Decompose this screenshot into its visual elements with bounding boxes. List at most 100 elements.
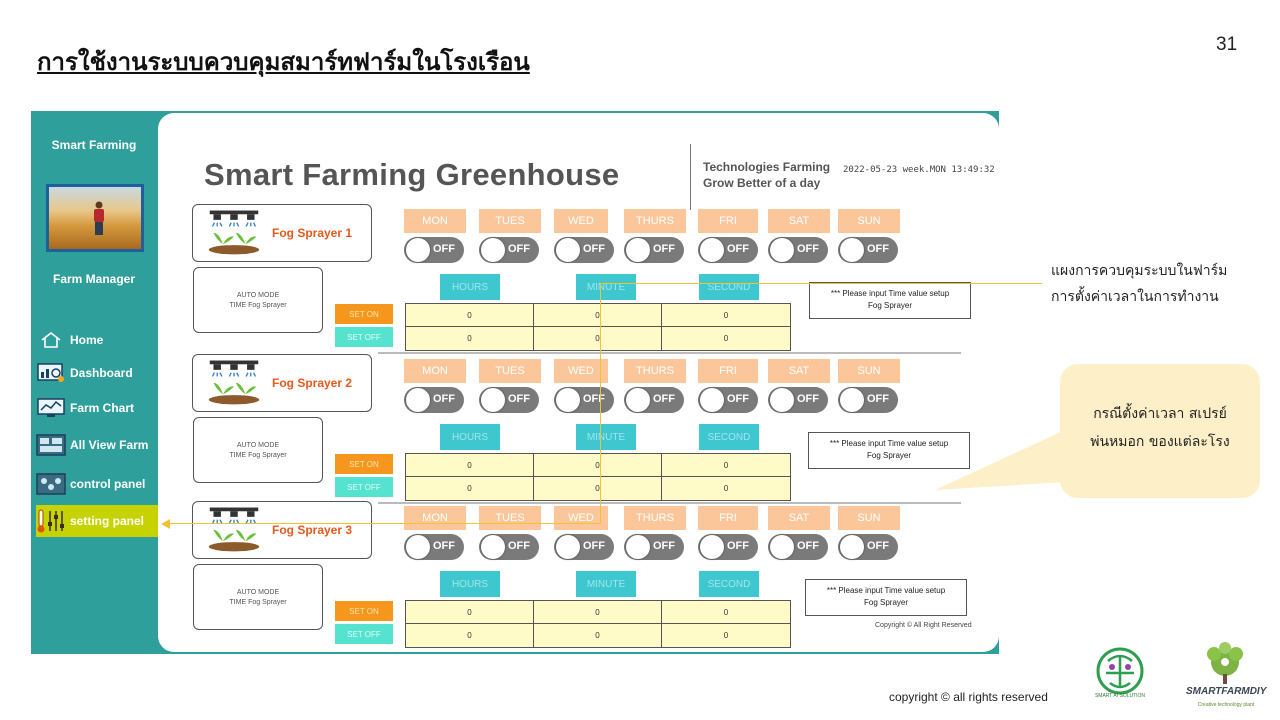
callout-line-1: กรณีตั้งค่าเวลา สเปรย์ — [1093, 406, 1227, 422]
day-toggle-thurs[interactable]: OFF — [624, 534, 684, 560]
time-value-cell[interactable]: 0 — [406, 304, 534, 327]
day-label-sat: SAT — [768, 359, 830, 383]
day-toggle-mon[interactable]: OFF — [404, 237, 464, 263]
sidebar-item-dashboard[interactable]: Dashboard — [36, 357, 159, 389]
time-value-cell[interactable]: 0 — [662, 304, 790, 327]
auto-mode-label: AUTO MODE — [236, 589, 280, 596]
day-toggle-tues[interactable]: OFF — [479, 387, 539, 413]
day-toggle-wed[interactable]: OFF — [554, 534, 614, 560]
day-toggle-mon[interactable]: OFF — [404, 387, 464, 413]
header-divider — [690, 144, 691, 210]
inner-copyright: Copyright © All Right Reserved — [875, 622, 972, 629]
time-value-cell[interactable]: 0 — [723, 631, 729, 640]
sprayer-card[interactable]: Fog Sprayer 2 — [192, 354, 372, 412]
setup-note-line-2: Fog Sprayer — [863, 598, 909, 607]
day-label-tues: TUES — [479, 506, 541, 530]
day-toggle-sun[interactable]: OFF — [838, 387, 898, 413]
setup-note-line-1: *** Please input Time value setup — [826, 586, 946, 595]
set-off-button[interactable]: SET OFF — [335, 477, 393, 497]
day-toggle-fri[interactable]: OFF — [698, 534, 758, 560]
toggle-knob — [481, 238, 505, 262]
time-value-cell[interactable]: 0 — [534, 477, 662, 500]
sidebar-item-all-view-farm[interactable]: All View Farm — [36, 429, 159, 461]
day-toggle-wed[interactable]: OFF — [554, 237, 614, 263]
day-label-sun: SUN — [838, 359, 900, 383]
toggle-knob — [481, 388, 505, 412]
set-off-button[interactable]: SET OFF — [335, 327, 393, 347]
main-panel: Smart Farming Greenhouse Technologies Fa… — [158, 113, 999, 652]
chart-icon — [36, 396, 66, 420]
sidebar-item-farm-chart[interactable]: Farm Chart — [36, 392, 159, 424]
time-value-cell[interactable]: 0 — [406, 601, 534, 624]
day-toggle-fri[interactable]: OFF — [698, 387, 758, 413]
time-value-cell[interactable]: 0 — [406, 454, 534, 477]
toggle-state-label: OFF — [508, 243, 530, 255]
time-value-cell[interactable]: 0 — [406, 624, 534, 647]
toggle-state-label: OFF — [508, 540, 530, 552]
time-value-cell[interactable]: 0 — [534, 624, 662, 647]
day-toggle-tues[interactable]: OFF — [479, 534, 539, 560]
page-title: Smart Farming Greenhouse — [204, 157, 620, 192]
time-value-cell[interactable]: 0 — [534, 327, 662, 350]
sidebar-item-control-panel[interactable]: control panel — [36, 468, 159, 500]
set-off-button[interactable]: SET OFF — [335, 624, 393, 644]
day-toggle-thurs[interactable]: OFF — [624, 237, 684, 263]
app-window: Smart Farming Farm Manager Home Dashboar… — [31, 111, 999, 654]
time-value-cell[interactable]: 0 — [662, 454, 790, 477]
time-value-cell[interactable]: 0 — [534, 601, 662, 624]
day-toggle-mon[interactable]: OFF — [404, 534, 464, 560]
footer-copyright: copyright © all rights reserved — [889, 690, 1048, 704]
day-label-thurs: THURS — [624, 209, 686, 233]
sprayer-card[interactable]: Fog Sprayer 1 — [192, 204, 372, 262]
time-value-cell[interactable]: 0 — [662, 601, 790, 624]
fog-sprayer-icon — [206, 208, 266, 258]
day-toggle-tues[interactable]: OFF — [479, 237, 539, 263]
sidebar-item-setting-panel[interactable]: setting panel — [36, 505, 159, 537]
annotation-line-1: แผงการควบคุมระบบในฟาร์ม — [1051, 263, 1228, 279]
auto-mode-label: AUTO MODE — [236, 292, 280, 299]
auto-mode-label: AUTO MODE — [236, 442, 280, 449]
settings-icon — [36, 509, 66, 533]
annotation-line — [168, 523, 601, 524]
day-toggle-sun[interactable]: OFF — [838, 534, 898, 560]
time-value-cell[interactable]: 0 — [534, 304, 662, 327]
time-value-cell[interactable]: 0 — [406, 327, 534, 350]
toggle-knob — [626, 238, 650, 262]
toggle-knob — [770, 535, 794, 559]
sprayer-name: Fog Sprayer 2 — [272, 376, 353, 390]
day-toggle-sat[interactable]: OFF — [768, 534, 828, 560]
toggle-state-label: OFF — [797, 393, 819, 405]
fog-sprayer-icon — [206, 505, 266, 555]
set-on-button[interactable]: SET ON — [335, 304, 393, 324]
day-toggle-sun[interactable]: OFF — [838, 237, 898, 263]
toggle-state-label: OFF — [727, 393, 749, 405]
set-on-button[interactable]: SET ON — [335, 454, 393, 474]
day-toggle-sat[interactable]: OFF — [768, 237, 828, 263]
toggle-state-label: OFF — [867, 540, 889, 552]
sidebar-item-label: setting panel — [70, 514, 145, 528]
toggle-state-label: OFF — [867, 393, 889, 405]
time-value-cell[interactable]: 0 — [534, 454, 662, 477]
day-label-tues: TUES — [479, 209, 541, 233]
sprayer-card[interactable]: Fog Sprayer 3 — [192, 501, 372, 559]
day-label-wed: WED — [554, 506, 608, 530]
logo1-text: SMART AI SOLUTION — [1094, 693, 1146, 699]
day-toggle-thurs[interactable]: OFF — [624, 387, 684, 413]
day-label-wed: WED — [554, 209, 608, 233]
day-label-thurs: THURS — [624, 359, 686, 383]
day-label-tues: TUES — [479, 359, 541, 383]
time-value-cell[interactable]: 0 — [406, 477, 534, 500]
day-toggle-wed[interactable]: OFF — [554, 387, 614, 413]
day-toggle-fri[interactable]: OFF — [698, 237, 758, 263]
day-label-mon: MON — [404, 209, 466, 233]
time-value-cell[interactable]: 0 — [723, 484, 729, 493]
day-toggle-sat[interactable]: OFF — [768, 387, 828, 413]
set-on-button[interactable]: SET ON — [335, 601, 393, 621]
sidebar-item-home[interactable]: Home — [36, 324, 159, 356]
sidebar-item-label: control panel — [70, 477, 146, 491]
time-value-cell[interactable]: 0 — [723, 334, 729, 343]
logo2-subtext: Creative technology plant — [1197, 702, 1255, 708]
